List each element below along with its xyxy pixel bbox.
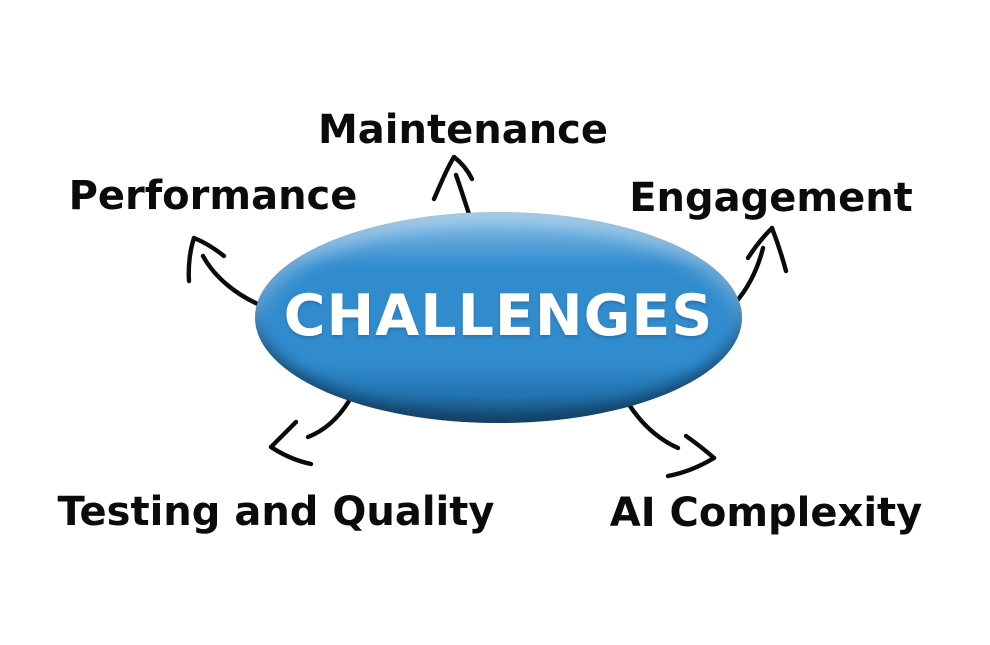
arrow-to-engagement-icon: [732, 225, 789, 306]
arrow-to-performance-icon: [186, 235, 263, 308]
node-label-maintenance: Maintenance: [317, 107, 609, 153]
node-label-performance: Performance: [68, 173, 358, 219]
arrow-to-maintenance-icon: [431, 154, 475, 217]
node-label-ai-complexity: AI Complexity: [609, 490, 923, 536]
arrow-to-ai-complexity-icon: [627, 403, 717, 479]
node-label-testing-and-quality: Testing and Quality: [57, 489, 495, 535]
challenges-ellipse: CHALLENGES: [255, 212, 742, 423]
arrow-to-testing-and-quality-icon: [268, 398, 352, 467]
node-label-engagement: Engagement: [629, 175, 913, 221]
center-title: CHALLENGES: [283, 282, 714, 349]
